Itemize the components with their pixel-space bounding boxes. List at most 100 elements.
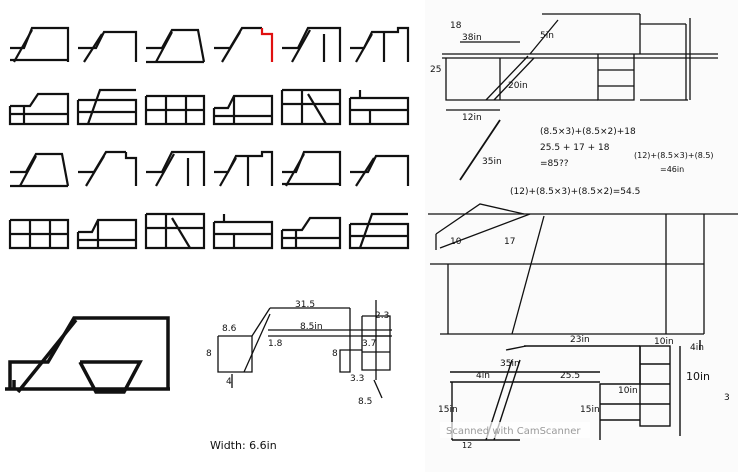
label-right-side: 8 (332, 349, 338, 359)
watermark-box (440, 422, 590, 438)
thumbnail-cell (282, 26, 342, 63)
thumbnail-stroke (282, 26, 342, 62)
thumbnail-stroke (280, 216, 342, 250)
thumbnail-grid (8, 26, 410, 250)
label-br-inner: 10in (618, 386, 638, 396)
eq-diag-label: 35in (482, 157, 502, 167)
label-top-width: 18 (450, 21, 462, 31)
label-diag-bottom: 20in (508, 81, 528, 91)
eq-line2: 25.5 + 17 + 18 (540, 143, 610, 153)
thumbnail-stroke (144, 94, 206, 126)
thumbnail-stroke (307, 93, 327, 125)
thumbnail-cell (212, 214, 274, 250)
thumbnail-stroke (355, 33, 373, 63)
label-br-mid: 25.5 (560, 371, 580, 381)
label-left-height: 25 (430, 65, 441, 75)
thumbnail-cell (280, 216, 342, 250)
eq-side1: (12)+(8.5×3)+(8.5) (634, 151, 714, 160)
label-base: 12in (462, 113, 482, 123)
thumbnail-cell (212, 94, 274, 126)
thumbnail-cell (146, 150, 206, 187)
thumbnail-stroke (212, 94, 274, 126)
diag-stroke (459, 119, 501, 181)
thumbnail-cell (350, 154, 410, 187)
thumbnail-cell (8, 218, 70, 250)
thumbnail-stroke (260, 28, 274, 62)
thumbnail-stroke (144, 212, 206, 250)
thumbnail-stroke (146, 28, 206, 63)
thumbnail-stroke (10, 26, 70, 62)
thumbnail-stroke (355, 157, 375, 187)
thumbnail-stroke (348, 96, 410, 126)
thumbnail-stroke (348, 222, 410, 250)
eq-line3: =85?? (540, 159, 569, 169)
thumbnail-cell (214, 26, 274, 63)
thumbnail-stroke (221, 31, 241, 63)
label-left-side: 8 (206, 349, 212, 359)
eq-line1: (8.5×3)+(8.5×2)+18 (540, 127, 636, 137)
label-br-diag: 35in (500, 359, 520, 369)
thumbnail-stroke (280, 88, 342, 126)
eq-side2: =46in (660, 165, 684, 174)
thumbnail-cell (76, 88, 138, 126)
thumbnail-cell (350, 26, 410, 63)
thumbnail-cell (144, 94, 206, 126)
label-left-small: 10 (450, 237, 462, 247)
thumbnail-cell (146, 28, 206, 64)
thumbnail-stroke (76, 218, 138, 250)
thumbnail-stroke (85, 155, 105, 187)
thumbnail-stroke (282, 150, 342, 186)
label-top-sub: 38in (462, 33, 482, 43)
label-diag-top: 5in (540, 31, 554, 41)
width-label: Width: 6.6in (210, 439, 277, 452)
label-mid: 8.5in (300, 322, 323, 332)
label-br-right-small: 4in (690, 343, 704, 353)
thumbnail-cell (144, 212, 206, 250)
label-br-right-low: 15in (580, 405, 600, 415)
thumbnail-cell (76, 218, 138, 250)
label-br-left-height: 15in (438, 405, 458, 415)
bottom-sketch (217, 300, 392, 399)
thumbnail-stroke (155, 31, 173, 63)
thumbnail-stroke (83, 33, 103, 63)
thumbnail-cell (282, 150, 342, 187)
label-right-bot: 3.3 (350, 374, 364, 384)
thumbnail-stroke (13, 29, 33, 63)
thumbnail-stroke (19, 155, 37, 187)
thumbnail-cell (280, 88, 342, 126)
label-br-left-mark: 4in (476, 371, 490, 381)
thumbnail-cell (348, 90, 410, 126)
thumbnail-stroke (358, 212, 408, 249)
thumbnail-stroke (350, 154, 410, 186)
thumbnail-stroke (171, 217, 191, 249)
thumbnail-stroke (124, 152, 138, 186)
label-bottom-left: 4 (226, 377, 232, 387)
label-br-right-height: 10in (686, 370, 710, 383)
thumbnail-cell (78, 150, 138, 187)
thumbnail-stroke (78, 30, 138, 62)
thumbnail-stroke (155, 153, 175, 187)
thumbnail-cell (8, 92, 70, 126)
eq-line4: (12)+(8.5×3)+(8.5×2)=54.5 (510, 187, 640, 197)
label-lr-diag: 17 (504, 237, 515, 247)
thumbnail-cell (348, 212, 410, 250)
thumbnail-stroke (78, 150, 126, 174)
thumbnail-stroke (76, 98, 138, 126)
label-bottom-right: 8.5 (358, 397, 372, 407)
thumbnail-cell (10, 26, 70, 63)
thumbnail-cell (214, 150, 274, 187)
lower-right-sketch (428, 203, 738, 335)
label-br-far-right: 3 (724, 393, 730, 403)
top-right-sketch (442, 13, 718, 111)
thumbnail-stroke (291, 29, 311, 63)
thumbnail-cell (78, 30, 138, 63)
thumbnail-stroke (146, 150, 206, 186)
thumbnail-stroke (86, 88, 136, 125)
thumbnail-stroke (8, 218, 70, 250)
label-right-top: 2.3 (375, 311, 389, 321)
thumbnail-cell (10, 152, 70, 188)
label-right-mid: 3.7 (362, 339, 376, 349)
camscanner-watermark: Scanned with CamScanner (446, 426, 581, 437)
